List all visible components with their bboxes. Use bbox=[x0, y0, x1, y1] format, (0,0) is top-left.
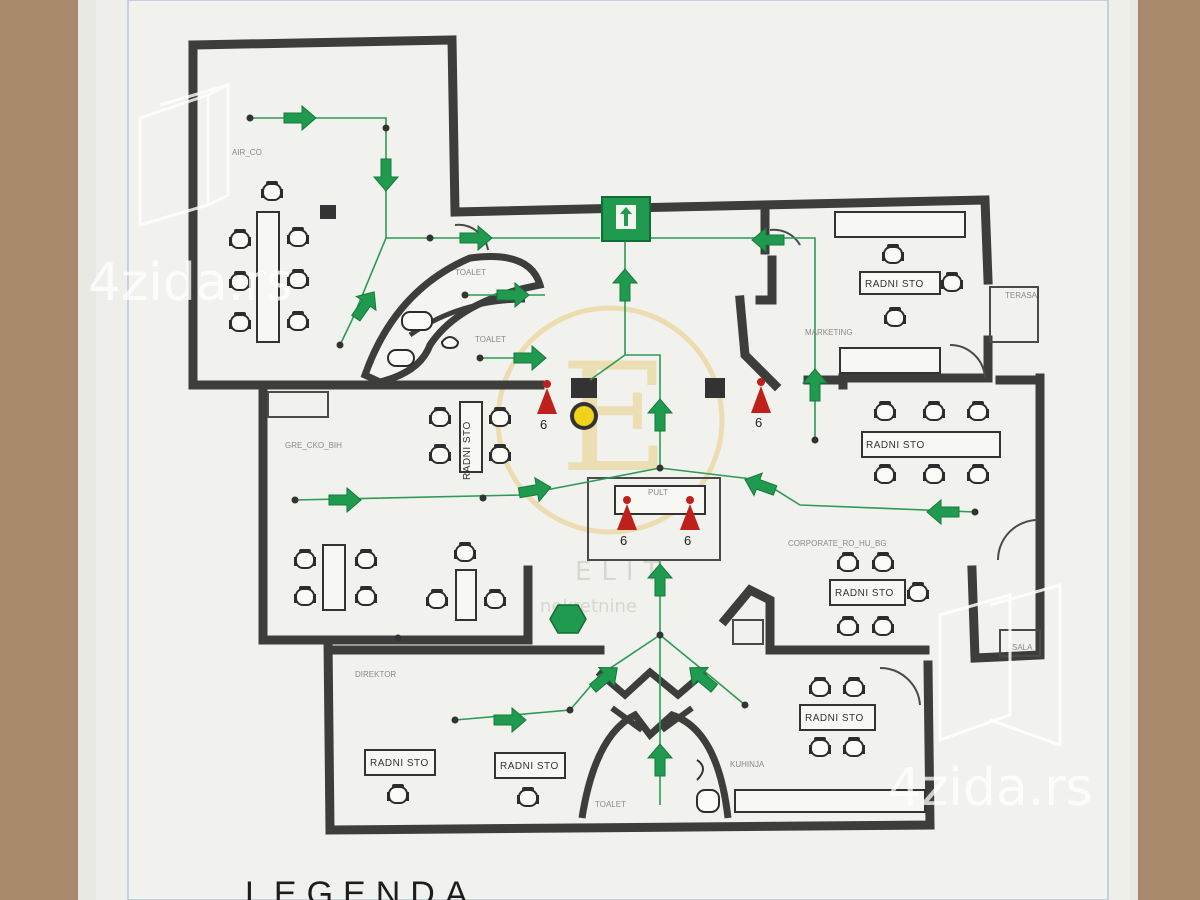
toilet-block-bottom bbox=[578, 667, 732, 819]
desk-label: RADNI STO bbox=[865, 279, 924, 290]
fire-extinguisher-3: 6 bbox=[617, 496, 637, 548]
desk-labels: RADNI STO RADNI STO RADNI STO RADNI STO … bbox=[370, 279, 925, 772]
room-label-marketing: MARKETING bbox=[805, 328, 853, 337]
fire-extinguisher-4: 6 bbox=[680, 496, 700, 548]
watermark-text: 4zida.rs bbox=[888, 758, 1093, 818]
legend-title: LEGENDA bbox=[245, 875, 478, 900]
first-aid-icon bbox=[549, 604, 587, 634]
extinguisher-label: 6 bbox=[755, 415, 762, 430]
furniture bbox=[256, 205, 1001, 813]
desk-label: RADNI STO bbox=[835, 588, 894, 599]
room-label-kitchen: KUHINJA bbox=[730, 760, 765, 769]
room-label-toilet-top: TOALET bbox=[455, 268, 486, 277]
extinguisher-icon bbox=[751, 386, 771, 413]
room-label-left: GRE_CKO_BIH bbox=[285, 441, 342, 450]
room-label-top-right: TERASA bbox=[1005, 291, 1038, 300]
watermark-text: 4zida.rs bbox=[88, 253, 293, 313]
alarm-button-icon bbox=[570, 402, 598, 430]
desk-label: RADNI STO bbox=[462, 421, 473, 480]
room-label-top-left: AIR_CO bbox=[232, 148, 262, 157]
extinguisher-label: 6 bbox=[684, 533, 691, 548]
extinguisher-label: 6 bbox=[620, 533, 627, 548]
desk-label: RADNI STO bbox=[500, 761, 559, 772]
watermark-right: 4zida.rs bbox=[888, 583, 1093, 818]
extinguisher-label: 6 bbox=[540, 417, 547, 432]
fire-extinguisher-1: 6 bbox=[537, 380, 557, 432]
room-label-toilet-bottom: TOALET bbox=[595, 800, 626, 809]
room-label-corporate: CORPORATE_RO_HU_BG bbox=[788, 539, 887, 548]
room-label-right-small: SALA bbox=[1012, 643, 1033, 652]
extinguisher-icon bbox=[680, 504, 700, 530]
logo-name: ELIT bbox=[575, 557, 669, 587]
desk-label: RADNI STO bbox=[805, 713, 864, 724]
desk-label: RADNI STO bbox=[370, 758, 429, 769]
room-labels: AIR_CO TOALET TOALET GRE_CKO_BIH MARKETI… bbox=[232, 148, 1038, 809]
room-label-toilet-mid: TOALET bbox=[475, 335, 506, 344]
toilet-block-top bbox=[360, 253, 545, 386]
extinguisher-icon bbox=[617, 504, 637, 530]
reception-label: PULT bbox=[648, 488, 668, 497]
room-label-bottom-left: DIREKTOR bbox=[355, 670, 396, 679]
fire-extinguisher-2: 6 bbox=[751, 378, 771, 430]
desk-label: RADNI STO bbox=[866, 440, 925, 451]
watermark-left: 4zida.rs bbox=[88, 82, 293, 313]
extinguisher-icon bbox=[537, 388, 557, 414]
partitions bbox=[267, 223, 1041, 706]
emergency-exit-icon bbox=[601, 196, 651, 242]
